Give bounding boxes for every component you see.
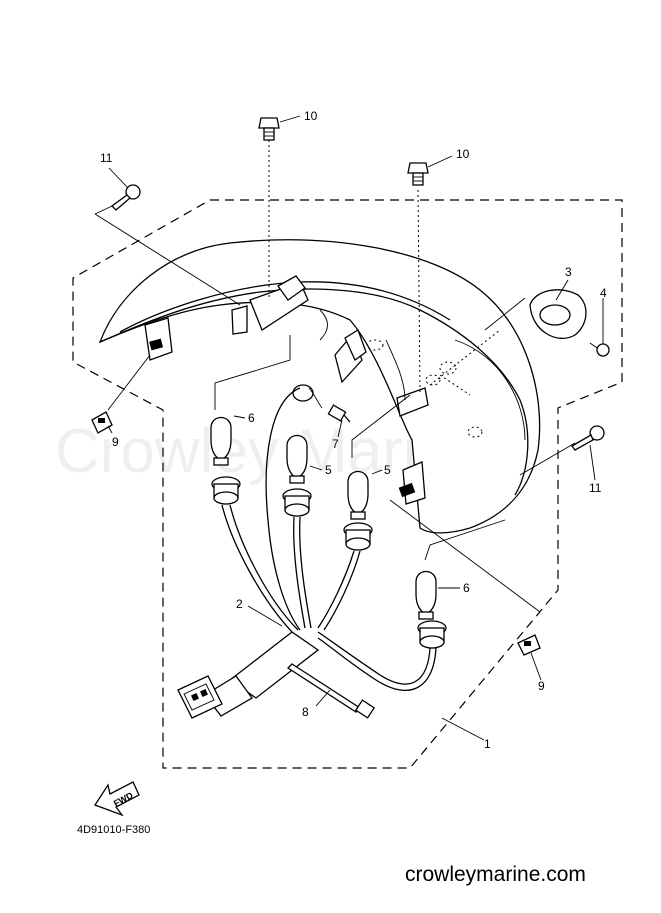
bulb-6-left <box>210 416 232 466</box>
callout-5-right: 5 <box>384 463 391 477</box>
screw-11-left <box>111 184 141 211</box>
callout-10-left: 10 <box>304 109 318 123</box>
socket-right <box>343 522 373 551</box>
cover3-leader <box>484 297 526 331</box>
nut9b-leader <box>389 499 541 613</box>
assembly-boundary <box>72 199 623 769</box>
bolt10b-leader <box>417 189 421 393</box>
harness-connector <box>177 675 223 719</box>
callout-6-upper: 6 <box>248 411 255 425</box>
callout-6-lower: 6 <box>463 581 470 595</box>
bolt-10-right <box>407 162 429 186</box>
bolt-10-left <box>258 117 280 141</box>
callout-3: 3 <box>565 265 572 279</box>
small-bulb-socket <box>292 384 323 409</box>
callout-2: 2 <box>236 597 243 611</box>
callout-4: 4 <box>600 286 607 300</box>
callout-7: 7 <box>332 437 339 451</box>
callout-9-left: 9 <box>112 435 119 449</box>
cover-3 <box>529 289 587 340</box>
tail-light-housing <box>98 239 541 534</box>
callout-11-left: 11 <box>100 151 113 165</box>
nut-9-right <box>517 634 541 656</box>
fwd-arrow-icon: FWD <box>94 781 140 817</box>
screw11a-leader <box>94 213 241 306</box>
bulb-6-lower <box>415 570 437 620</box>
callout-5-mid: 5 <box>325 463 332 477</box>
callout-leaders <box>107 115 604 741</box>
callout-1: 1 <box>484 737 491 751</box>
callout-8: 8 <box>302 705 309 719</box>
callout-9-right: 9 <box>538 679 545 693</box>
bulb-5-right <box>347 470 369 520</box>
socket-left <box>211 476 241 505</box>
bulb-7 <box>327 404 351 423</box>
bulb-5-mid <box>286 434 308 484</box>
socket-mid <box>282 488 312 517</box>
cable-tie-8 <box>286 663 376 719</box>
nut-9-left <box>91 411 113 434</box>
screw-4 <box>589 300 610 357</box>
nut9a-leader <box>107 354 151 411</box>
screw-11-right <box>571 425 605 451</box>
diagram-code: 4D91010-F380 <box>77 824 150 836</box>
site-url: crowleymarine.com <box>405 863 586 886</box>
callout-10-right: 10 <box>456 147 470 161</box>
socket-lower <box>417 620 447 649</box>
callout-11-right: 11 <box>589 481 602 495</box>
screw11b-leader <box>519 442 576 476</box>
